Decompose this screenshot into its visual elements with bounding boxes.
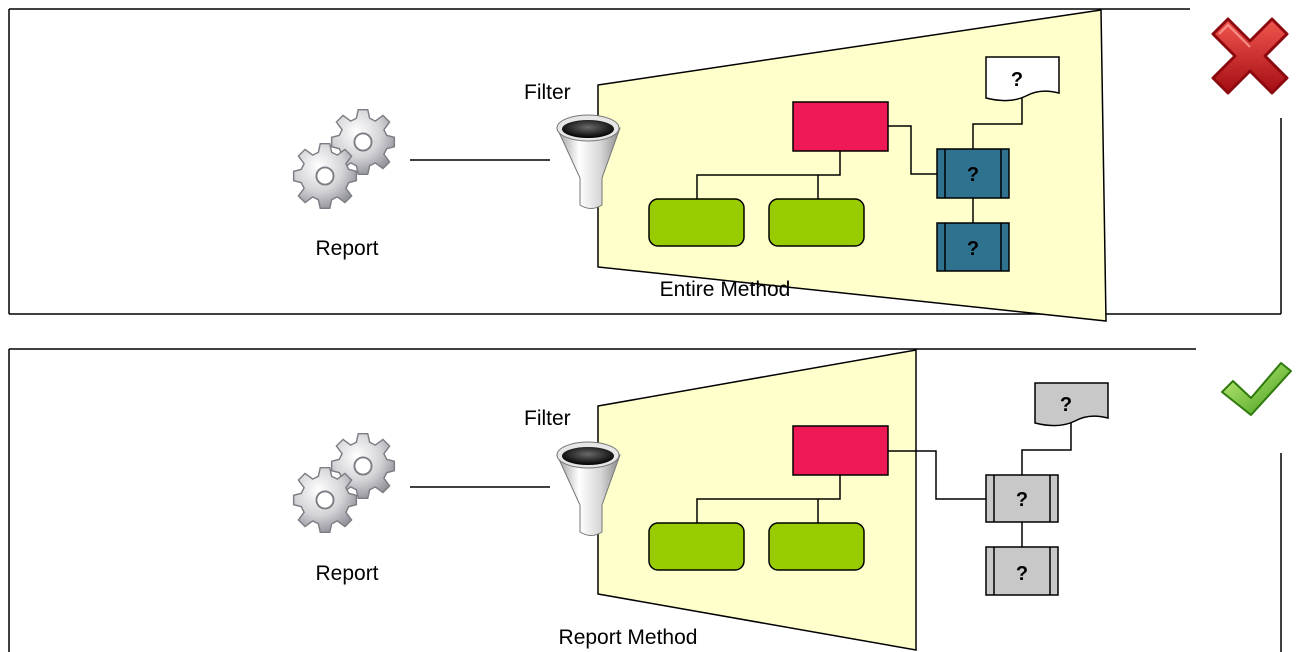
document-shape: ? xyxy=(985,56,1060,102)
process-box: ? xyxy=(936,148,1010,199)
document-shape: ? xyxy=(1034,382,1109,427)
child-element-box xyxy=(648,198,745,247)
check-icon xyxy=(1221,362,1292,416)
process-connector xyxy=(888,125,937,175)
document-mark: ? xyxy=(1011,69,1023,91)
scope-label: Entire Method xyxy=(660,278,791,301)
root-element-box xyxy=(792,425,889,476)
child-element-box xyxy=(768,198,865,247)
child-element-box xyxy=(768,522,865,571)
process-connector xyxy=(888,450,986,500)
filter-label: Filter xyxy=(524,407,571,430)
process-mark: ? xyxy=(1016,563,1028,585)
method-scope-shape xyxy=(597,349,917,651)
cross-icon xyxy=(1211,17,1289,95)
process-box: ? xyxy=(936,222,1010,272)
tree-connector-left xyxy=(696,151,841,199)
report-label: Report xyxy=(315,562,378,585)
filter-label: Filter xyxy=(524,81,571,104)
report-gears-icon xyxy=(292,108,396,210)
child-element-box xyxy=(648,522,745,571)
root-element-box xyxy=(792,101,889,152)
panel-entire-method: Report Filter ? ? xyxy=(8,8,1289,322)
document-mark: ? xyxy=(1060,394,1072,416)
filter-icon xyxy=(556,114,621,209)
panel-report-method: Report Filter ? ? xyxy=(8,348,1292,652)
report-label: Report xyxy=(315,237,378,260)
filter-icon xyxy=(556,441,621,536)
process-mark: ? xyxy=(967,164,979,186)
scope-label: Report Method xyxy=(559,626,698,649)
tree-connector-left xyxy=(696,475,841,523)
document-connector xyxy=(972,98,1023,149)
document-connector xyxy=(1021,423,1072,475)
process-box: ? xyxy=(985,546,1059,596)
report-gears-icon xyxy=(292,432,396,534)
process-mark: ? xyxy=(1016,489,1028,511)
process-box: ? xyxy=(985,474,1059,523)
process-mark: ? xyxy=(967,238,979,260)
